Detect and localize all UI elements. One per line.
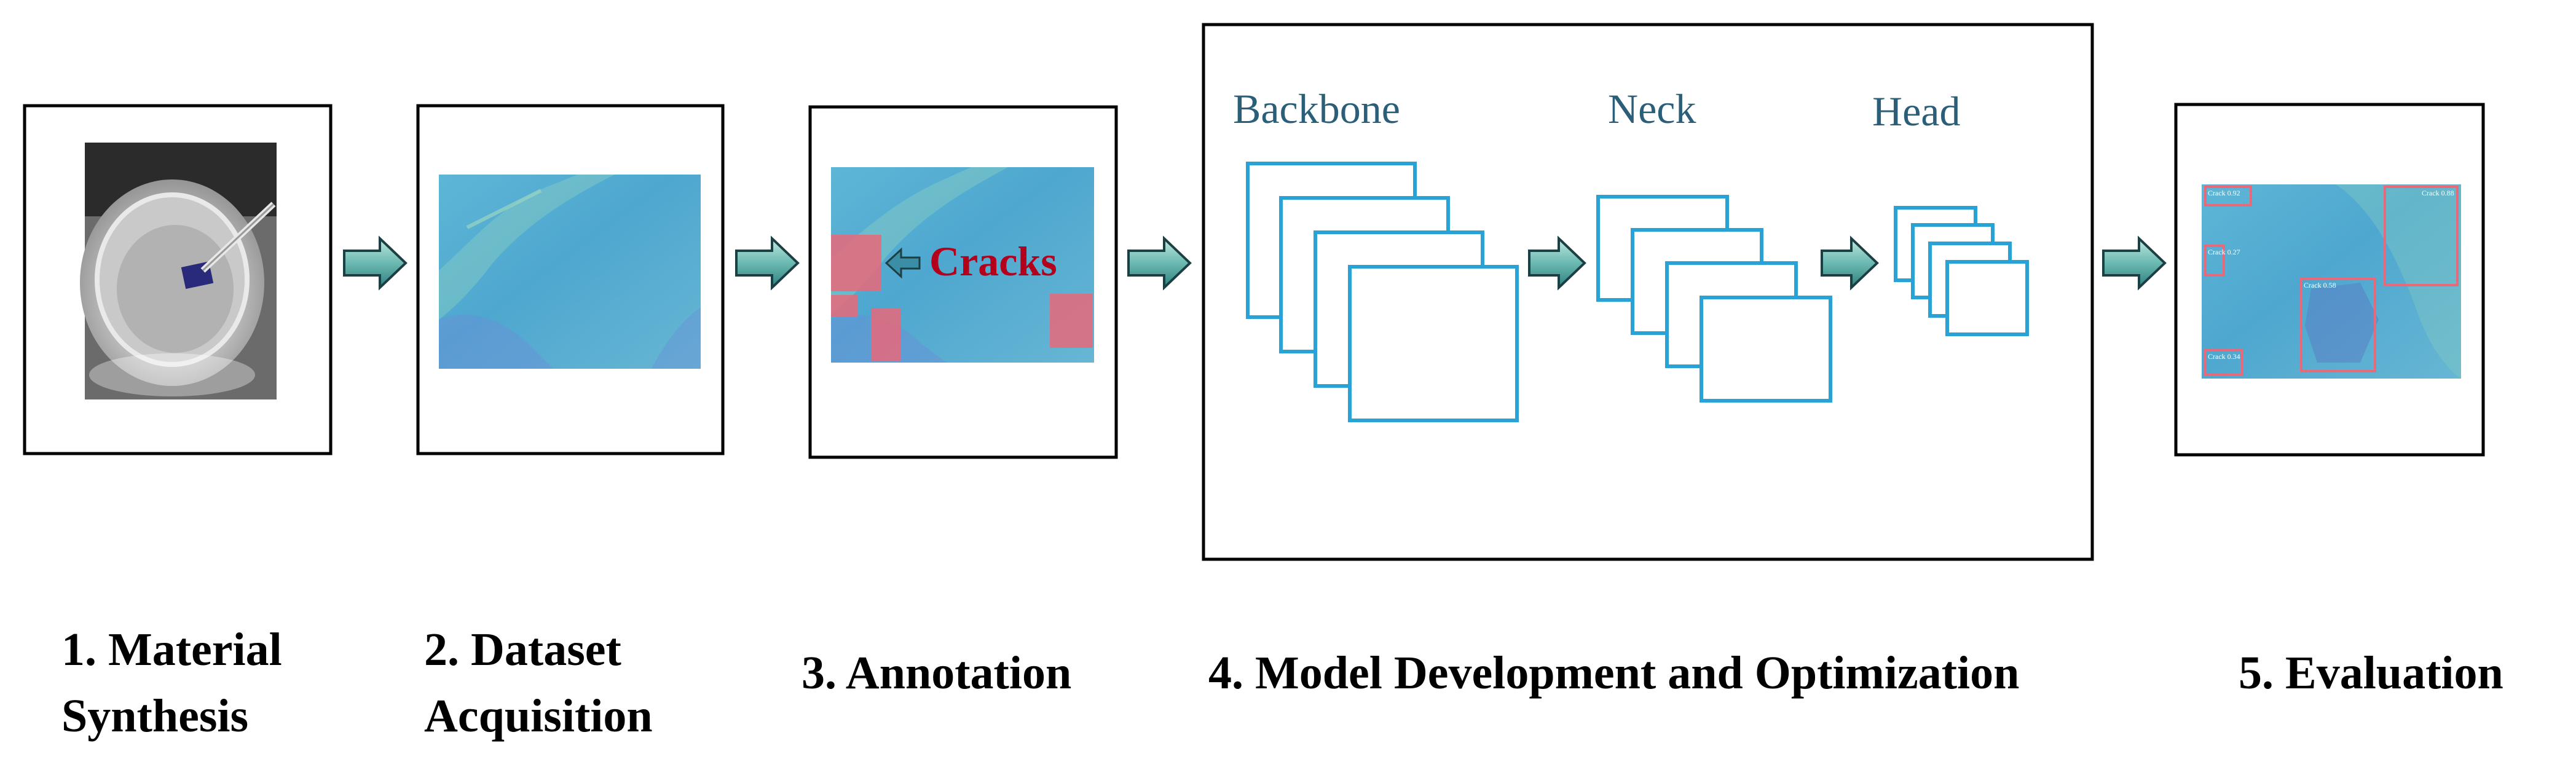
stage-2-label-line2: Acquisition	[424, 690, 653, 742]
synthesis-photo	[80, 143, 277, 399]
detection-label: Crack 0.34	[2208, 352, 2240, 361]
detection-box	[2300, 278, 2376, 372]
neck-layer-stack-icon	[1596, 195, 1832, 403]
stage-2-label-line1: 2. Dataset	[424, 624, 621, 675]
detection-box	[2384, 186, 2459, 286]
flow-arrow-icon	[1528, 235, 1586, 291]
crack-box	[872, 309, 901, 361]
stage-3-label: 3. Annotation	[802, 647, 1071, 699]
detection-label: Crack 0.92	[2208, 189, 2240, 197]
detection-box	[2204, 349, 2243, 376]
detection-box	[2204, 186, 2252, 206]
flow-arrow-icon	[1821, 235, 1879, 291]
detection-label: Crack 0.58	[2304, 281, 2336, 289]
crack-box	[831, 235, 881, 291]
detection-result-image: Crack 0.92 Crack 0.27 Crack 0.34 Crack 0…	[2202, 184, 2461, 379]
stage-5-label: 5. Evaluation	[2239, 647, 2503, 699]
stage-1-label-line1: 1. Material	[61, 624, 282, 675]
annotation-label: Cracks	[929, 238, 1057, 285]
flow-arrow-icon	[735, 235, 800, 291]
stage-1-label-line2: Synthesis	[61, 690, 248, 742]
stage-4-label: 4. Model Development and Optimization	[1208, 647, 2019, 699]
flow-arrow-icon	[1127, 235, 1192, 291]
backbone-label: Backbone	[1233, 85, 1400, 132]
microscope-image	[439, 175, 701, 369]
neck-label: Neck	[1608, 85, 1696, 132]
flow-arrow-icon	[2102, 235, 2167, 291]
detection-label: Crack 0.88	[2422, 189, 2454, 197]
detection-label: Crack 0.27	[2208, 248, 2240, 256]
backbone-layer-stack-icon	[1246, 162, 1519, 422]
crack-box	[1050, 294, 1093, 348]
head-label: Head	[1872, 88, 1960, 135]
detection-box	[2204, 245, 2225, 277]
left-arrow-icon	[884, 247, 921, 279]
crack-box	[831, 295, 858, 317]
head-layer-stack-icon	[1894, 206, 2029, 336]
annotated-image	[831, 167, 1094, 363]
flow-arrow-icon	[343, 235, 408, 291]
